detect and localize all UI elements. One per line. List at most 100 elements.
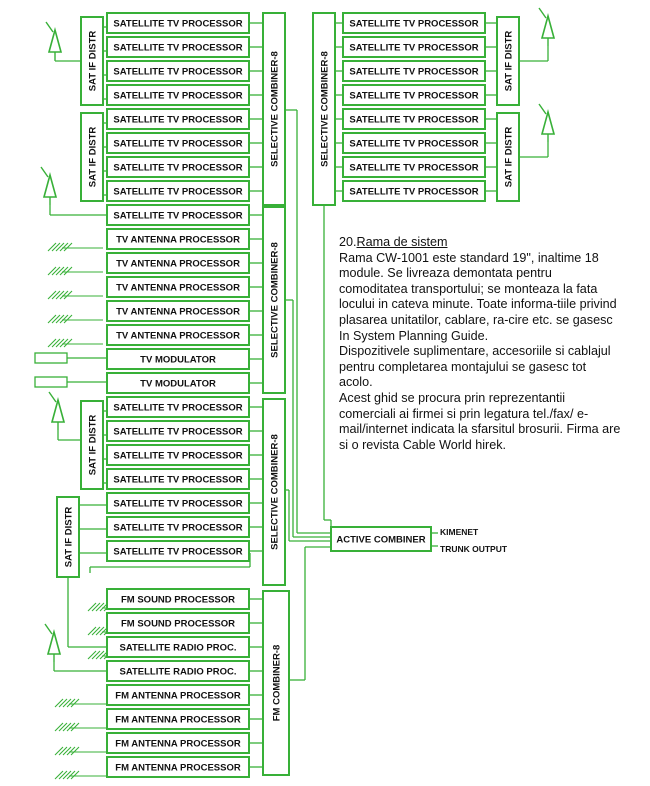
module-fm-antenna-processor-29-label: FM ANTENNA PROCESSOR [115, 715, 241, 726]
sat-if-distr-5-frame [496, 16, 520, 106]
module-tv-antenna-processor-12-frame [106, 276, 250, 298]
module-satellite-tv-processor-23-label: SATELLITE TV PROCESSOR [113, 547, 242, 558]
module-tv-antenna-processor-13-label: TV ANTENNA PROCESSOR [116, 307, 240, 318]
module-satellite-tv-processor-5-frame [106, 108, 250, 130]
module-right-satellite-tv-processor-4-label: SATELLITE TV PROCESSOR [349, 91, 478, 102]
module-fm-sound-processor-25: FM SOUND PROCESSOR [106, 612, 250, 634]
satellite-dish-icon [45, 21, 63, 60]
selective-combiner-1-label: SELECTIVE COMBINER-8 [270, 51, 281, 167]
module-satellite-radio-proc-26-label: SATELLITE RADIO PROC. [120, 643, 237, 654]
section-title: Rama de sistem [356, 235, 448, 249]
module-tv-antenna-processor-14: TV ANTENNA PROCESSOR [106, 324, 250, 346]
sat-if-distr-1-label: SAT IF DISTR [88, 31, 99, 92]
module-satellite-tv-processor-17: SATELLITE TV PROCESSOR [106, 396, 250, 418]
module-right-satellite-tv-processor-3-label: SATELLITE TV PROCESSOR [349, 67, 478, 78]
module-fm-antenna-processor-31: FM ANTENNA PROCESSOR [106, 756, 250, 778]
module-satellite-tv-processor-4-frame [106, 84, 250, 106]
active-combiner-frame [330, 526, 432, 552]
module-tv-antenna-processor-11: TV ANTENNA PROCESSOR [106, 252, 250, 274]
module-right-satellite-tv-processor-1-frame [342, 12, 486, 34]
module-right-satellite-tv-processor-1-label: SATELLITE TV PROCESSOR [349, 19, 478, 30]
module-satellite-tv-processor-2-label: SATELLITE TV PROCESSOR [113, 43, 242, 54]
module-satellite-tv-processor-19: SATELLITE TV PROCESSOR [106, 444, 250, 466]
module-satellite-tv-processor-17-frame [106, 396, 250, 418]
sat-if-distr-6-label: SAT IF DISTR [504, 127, 515, 188]
selective-combiner-4-frame [312, 12, 336, 206]
module-right-satellite-tv-processor-1: SATELLITE TV PROCESSOR [342, 12, 486, 34]
sat-if-distr-3: SAT IF DISTR [80, 400, 104, 490]
sat-if-distr-5-label: SAT IF DISTR [504, 31, 515, 92]
antenna-icon [47, 314, 103, 324]
module-right-satellite-tv-processor-6-label: SATELLITE TV PROCESSOR [349, 139, 478, 150]
active-combiner-label: ACTIVE COMBINER [336, 535, 425, 546]
selective-combiner-4: SELECTIVE COMBINER-8 [312, 12, 336, 206]
module-satellite-tv-processor-20-frame [106, 468, 250, 490]
module-satellite-tv-processor-5: SATELLITE TV PROCESSOR [106, 108, 250, 130]
output-label-trunk: TRUNK OUTPUT [440, 544, 508, 554]
module-fm-sound-processor-25-label: FM SOUND PROCESSOR [121, 619, 235, 630]
module-right-satellite-tv-processor-2: SATELLITE TV PROCESSOR [342, 36, 486, 58]
module-right-satellite-tv-processor-6-frame [342, 132, 486, 154]
module-satellite-tv-processor-22-label: SATELLITE TV PROCESSOR [113, 523, 242, 534]
module-fm-sound-processor-25-frame [106, 612, 250, 634]
module-satellite-tv-processor-9: SATELLITE TV PROCESSOR [106, 204, 250, 226]
module-satellite-tv-processor-20-label: SATELLITE TV PROCESSOR [113, 475, 242, 486]
module-tv-modulator-15-label: TV MODULATOR [140, 355, 216, 366]
sat-if-distr-4-label: SAT IF DISTR [64, 507, 75, 568]
sat-if-distr-2: SAT IF DISTR [80, 112, 104, 202]
module-satellite-tv-processor-5-label: SATELLITE TV PROCESSOR [113, 115, 242, 126]
module-satellite-tv-processor-18: SATELLITE TV PROCESSOR [106, 420, 250, 442]
module-satellite-tv-processor-7-label: SATELLITE TV PROCESSOR [113, 163, 242, 174]
module-satellite-tv-processor-2: SATELLITE TV PROCESSOR [106, 36, 250, 58]
selective-combiner-2-frame [262, 206, 286, 394]
satellite-dish-icon [538, 103, 556, 142]
module-satellite-tv-processor-2-frame [106, 36, 250, 58]
antennas [34, 7, 556, 780]
module-fm-antenna-processor-29-frame [106, 708, 250, 730]
module-right-satellite-tv-processor-3-frame [342, 60, 486, 82]
module-satellite-tv-processor-23-frame [106, 540, 250, 562]
module-fm-antenna-processor-29: FM ANTENNA PROCESSOR [106, 708, 250, 730]
sat-if-distr-4-frame [56, 496, 80, 578]
antenna-icon [54, 722, 110, 732]
module-satellite-radio-proc-26-frame [106, 636, 250, 658]
section-number: 20. [339, 235, 357, 249]
satellite-dish-icon [40, 166, 58, 205]
module-satellite-radio-proc-27: SATELLITE RADIO PROC. [106, 660, 250, 682]
module-satellite-tv-processor-20: SATELLITE TV PROCESSOR [106, 468, 250, 490]
sat-if-distr-1: SAT IF DISTR [80, 16, 104, 106]
module-fm-sound-processor-24-frame [106, 588, 250, 610]
module-tv-modulator-16-frame [106, 372, 250, 394]
module-fm-antenna-processor-28-label: FM ANTENNA PROCESSOR [115, 691, 241, 702]
module-satellite-tv-processor-21: SATELLITE TV PROCESSOR [106, 492, 250, 514]
module-right-satellite-tv-processor-8: SATELLITE TV PROCESSOR [342, 180, 486, 202]
output-label-kimenet: KIMENET [440, 527, 479, 537]
module-right-satellite-tv-processor-5-label: SATELLITE TV PROCESSOR [349, 115, 478, 126]
module-tv-modulator-15-frame [106, 348, 250, 370]
module-fm-antenna-processor-30-label: FM ANTENNA PROCESSOR [115, 739, 241, 750]
module-tv-antenna-processor-12: TV ANTENNA PROCESSOR [106, 276, 250, 298]
fm-combiner-frame [262, 590, 290, 776]
module-right-satellite-tv-processor-7: SATELLITE TV PROCESSOR [342, 156, 486, 178]
antenna-icon [47, 242, 103, 252]
module-satellite-tv-processor-1: SATELLITE TV PROCESSOR [106, 12, 250, 34]
module-satellite-tv-processor-7-frame [106, 156, 250, 178]
module-tv-modulator-16: TV MODULATOR [106, 372, 250, 394]
module-satellite-tv-processor-6: SATELLITE TV PROCESSOR [106, 132, 250, 154]
module-fm-antenna-processor-30: FM ANTENNA PROCESSOR [106, 732, 250, 754]
selective-combiner-4-label: SELECTIVE COMBINER-8 [320, 51, 331, 167]
module-fm-antenna-processor-31-label: FM ANTENNA PROCESSOR [115, 763, 241, 774]
module-right-satellite-tv-processor-6: SATELLITE TV PROCESSOR [342, 132, 486, 154]
antenna-icon [54, 746, 110, 756]
modulator-source-1 [34, 352, 68, 364]
module-right-satellite-tv-processor-7-label: SATELLITE TV PROCESSOR [349, 163, 478, 174]
module-satellite-radio-proc-27-frame [106, 660, 250, 682]
description-paragraph-3: Acest ghid se procura prin reprezentanti… [339, 390, 621, 452]
module-fm-sound-processor-24-label: FM SOUND PROCESSOR [121, 595, 235, 606]
description-block: 20.Rama de sistem Rama CW-1001 este stan… [339, 235, 621, 453]
description-paragraph-2: Dispozitivele suplimentare, accesoriile … [339, 344, 611, 390]
module-tv-antenna-processor-10: TV ANTENNA PROCESSOR [106, 228, 250, 250]
module-tv-modulator-15: TV MODULATOR [106, 348, 250, 370]
module-tv-antenna-processor-13-frame [106, 300, 250, 322]
